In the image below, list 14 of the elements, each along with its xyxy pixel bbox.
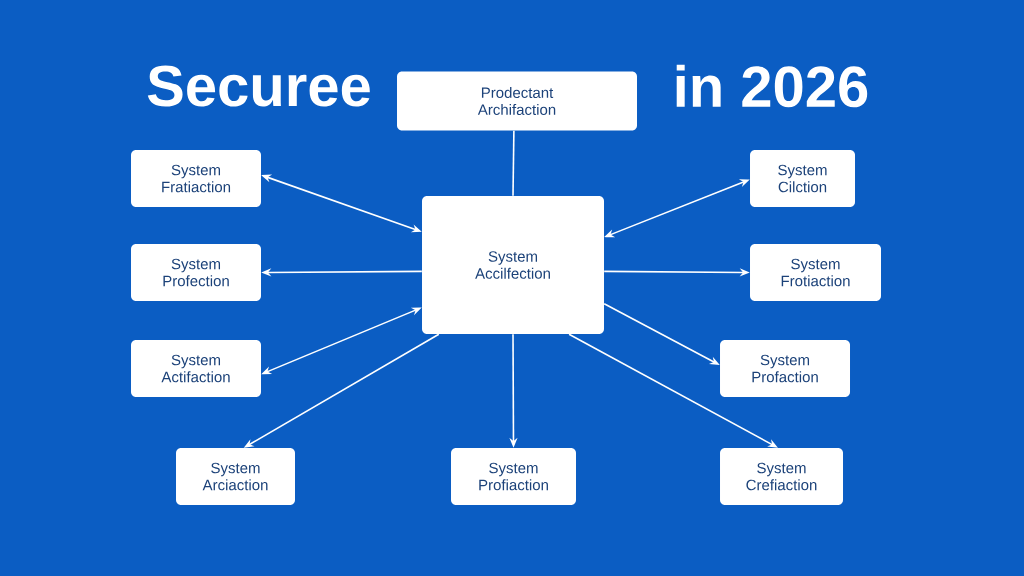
connector-line (512, 129, 515, 197)
process-box: System Actifaction (131, 340, 261, 397)
process-box: System Profection (131, 244, 261, 301)
heading-text: Securee (147, 65, 370, 107)
heading-text: in 2026 (676, 64, 868, 108)
process-box: System Crefiaction (720, 448, 843, 505)
hub-box: System Accilfection (422, 196, 604, 334)
process-box: System Cilction (750, 150, 855, 207)
process-box: System Frotiaction (750, 244, 881, 301)
process-box: System Profiaction (451, 448, 576, 505)
header-box: Prodectant Archifaction (397, 71, 637, 131)
process-box: System Arciaction (176, 448, 295, 505)
process-box: System Fratiaction (131, 150, 261, 207)
process-box: System Profaction (720, 340, 850, 397)
